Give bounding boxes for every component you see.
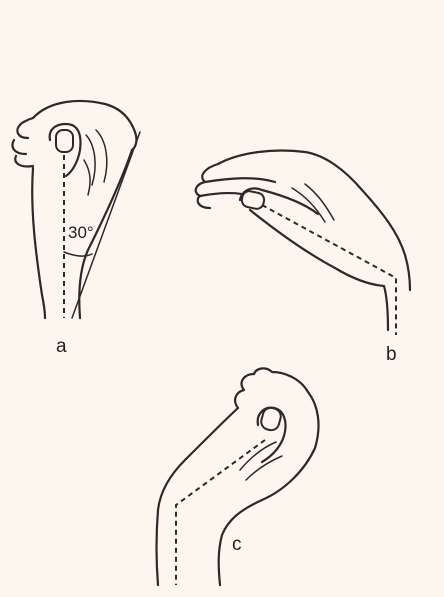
panel-c-dorsal-line [157,408,239,585]
panel-b-label: b [386,344,397,365]
panel-a-creases [84,130,107,195]
panel-a-hand-top [33,101,136,150]
panel-c-fingers [235,368,308,408]
panel-b-axis-line [262,205,396,335]
panel-a-angle-label: 30° [68,223,94,242]
panel-b-hand [196,151,410,336]
panel-a-label: a [56,336,67,357]
panel-b-fingers [196,164,218,208]
panel-c-label: c [232,534,242,555]
panel-a-fingers [13,125,34,166]
panel-c-axis-line [176,440,265,585]
panel-b-finger-lines [200,178,275,196]
panel-c-creases [240,442,282,480]
panel-a-thumbnail [56,130,73,152]
panel-a-forearm-left [32,168,45,318]
panel-b-palmar-line [250,210,388,330]
panel-a-hand: 30° [13,101,141,318]
panel-a-index-tip [20,118,33,125]
panel-b-thumbnail [241,190,266,210]
